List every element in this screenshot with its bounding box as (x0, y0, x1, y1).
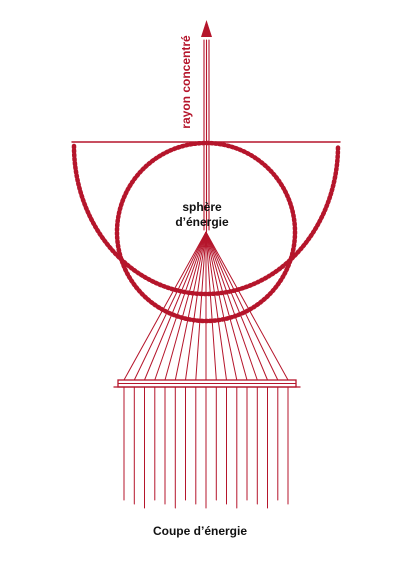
energy-cup-strands (123, 386, 289, 509)
cone-line (154, 231, 207, 381)
cone-line (174, 231, 207, 381)
cone-line (205, 231, 227, 381)
cone-line (205, 231, 258, 381)
cone-line (205, 231, 279, 381)
energy-cup-bar (113, 379, 301, 388)
cup-label: Coupe d’énergie (152, 524, 247, 538)
sphere-label-line-2: d’énergie (175, 215, 229, 229)
sphere-label-line-1: sphère (182, 200, 222, 214)
cone-line (123, 231, 207, 381)
ray-arrow-head (201, 20, 212, 37)
cone-line (144, 231, 207, 381)
cone-line (205, 231, 217, 381)
energy-cone (123, 231, 289, 381)
cone-line (185, 231, 207, 381)
cone-line (164, 231, 207, 381)
cone-line (205, 231, 289, 381)
sphere-label: sphère d’énergie (162, 200, 242, 230)
cone-line (205, 231, 248, 381)
ray-label: rayon concentré (179, 35, 193, 129)
cone-line (205, 231, 268, 381)
cone-line (195, 231, 207, 381)
cone-line (205, 231, 238, 381)
concentrated-ray (203, 39, 210, 233)
cone-line (133, 231, 207, 381)
